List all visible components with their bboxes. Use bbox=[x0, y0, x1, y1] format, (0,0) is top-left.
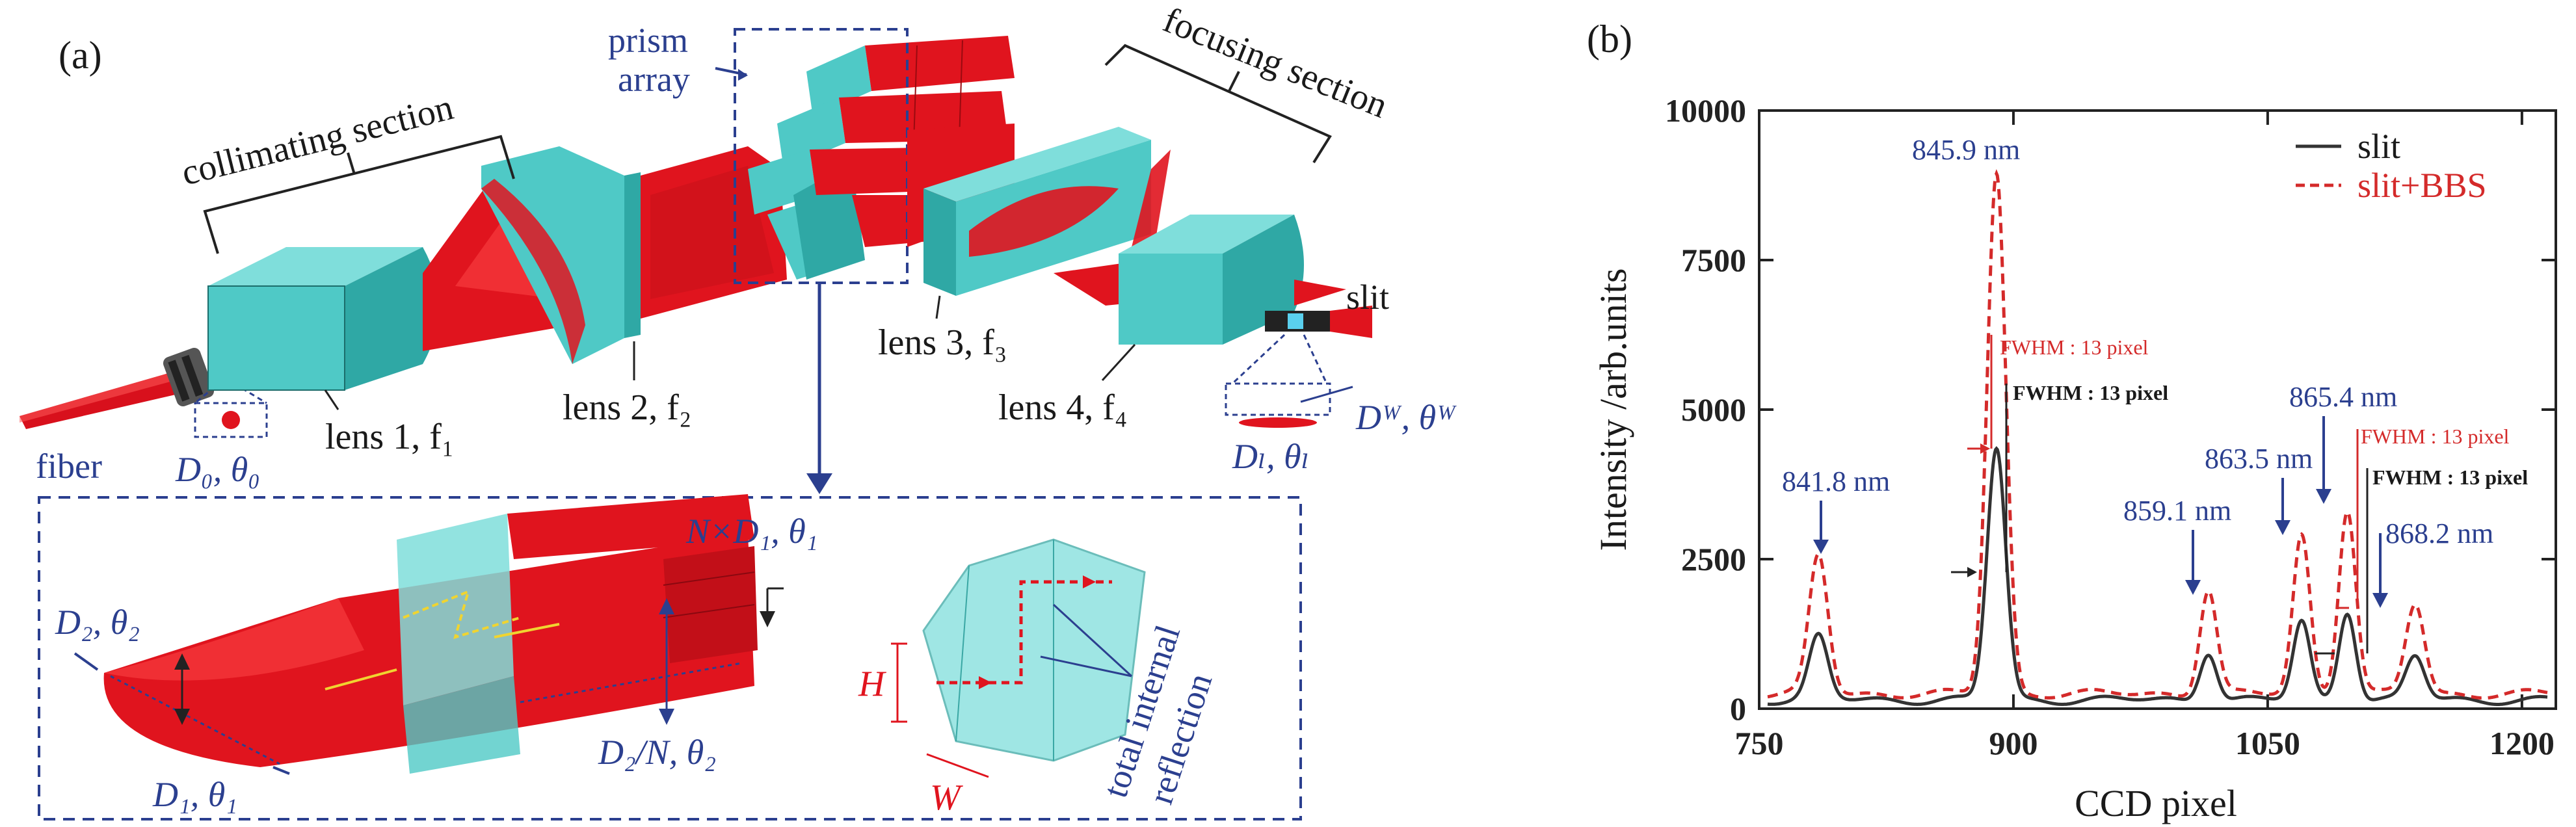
fwhm-black-label-1: FWHM : 13 pixel bbox=[2013, 381, 2168, 404]
d0-marker bbox=[194, 382, 268, 438]
peak-label-863-5: 863.5 nm bbox=[2205, 443, 2313, 475]
focusing-section-label: focusing section bbox=[1158, 0, 1393, 126]
prism-label-1: prism bbox=[608, 21, 688, 60]
collimating-bracket bbox=[203, 135, 515, 254]
y-tick-label: 2500 bbox=[1681, 541, 1746, 577]
panel-b-label: (b) bbox=[1587, 18, 1632, 60]
peak-label-868-2: 868.2 nm bbox=[2385, 518, 2493, 549]
beam-collimated bbox=[641, 146, 787, 319]
fiber-illustration bbox=[20, 346, 260, 429]
x-tick-label: 1050 bbox=[2235, 725, 2300, 761]
d1-theta1-label: D₁, θ₁ bbox=[152, 775, 237, 814]
x-axis: 750 900 1050 1200 bbox=[1735, 111, 2555, 761]
lens2-label: lens 2, f₂ bbox=[563, 387, 691, 428]
y-tick-label: 5000 bbox=[1681, 391, 1746, 428]
fwhm-red-label-1: FWHM : 13 pixel bbox=[2000, 335, 2149, 359]
d2-theta2-label: D₂, θ₂ bbox=[55, 603, 140, 642]
y-tick-label: 7500 bbox=[1681, 242, 1746, 278]
y-tick-label: 10000 bbox=[1665, 92, 1746, 129]
slit-label: slit bbox=[1346, 278, 1389, 317]
panel-a: (a) fiber D₀, θ₀ bbox=[20, 0, 1457, 820]
dw-thetaw-label: Dᵂ, θᵂ bbox=[1355, 398, 1457, 437]
panel-a-label: (a) bbox=[59, 34, 102, 77]
h-label: H bbox=[858, 664, 886, 704]
peak-label-841-8: 841.8 nm bbox=[1782, 466, 1890, 497]
peak-annotations: 845.9 nm 841.8 nm 859.1 nm 863.5 nm 865.… bbox=[1782, 134, 2493, 608]
fwhm-black-label-2: FWHM : 13 pixel bbox=[2372, 466, 2528, 489]
focusing-bracket bbox=[1104, 44, 1332, 164]
fiber-label: fiber bbox=[36, 447, 102, 486]
collimating-section-label: collimating section bbox=[178, 87, 457, 194]
spectrum-chart: 0 2500 5000 7500 10000 750 900 1050 1200 CCD pi… bbox=[1592, 92, 2557, 824]
w-label: W bbox=[930, 778, 963, 818]
fwhm-red-label-2: FWHM : 13 pixel bbox=[2361, 425, 2510, 448]
y-axis: 0 2500 5000 7500 10000 bbox=[1665, 92, 2556, 727]
lens3-label: lens 3, f₃ bbox=[878, 322, 1007, 363]
lens1-label: lens 1, f₁ bbox=[325, 417, 454, 457]
x-tick-label: 750 bbox=[1735, 725, 1784, 761]
n-d1-theta1-label: N×D₁, θ₁ bbox=[685, 512, 818, 551]
d0-theta0-label: D₀, θ₀ bbox=[175, 450, 260, 489]
lens3 bbox=[923, 127, 1151, 296]
lens1-block bbox=[207, 247, 439, 391]
series-layer bbox=[1767, 169, 2548, 706]
panel-b: (b) 0 2500 5000 7500 10000 750 900 1050 1200 CC… bbox=[1587, 18, 2557, 824]
d2n-theta2-label: D₂/N, θ₂ bbox=[598, 733, 716, 772]
lens2 bbox=[481, 146, 641, 364]
x-axis-label: CCD pixel bbox=[2075, 782, 2237, 824]
slit-illustration bbox=[1265, 306, 1372, 338]
single-prism-detail bbox=[891, 538, 1146, 778]
prism-label-2: array bbox=[618, 60, 690, 99]
lens4-label: lens 4, f₄ bbox=[998, 387, 1127, 428]
y-tick-label: 0 bbox=[1730, 690, 1746, 727]
inset-panel: N×D₁, θ₁ D₂, θ₂ D₁, θ₁ D₂/N, θ₂ bbox=[38, 494, 1302, 820]
peak-label-859-1: 859.1 nm bbox=[2123, 495, 2231, 527]
dl-thetal-label: Dₗ, θₗ bbox=[1232, 437, 1310, 476]
legend: slit slit+BBS bbox=[2296, 127, 2487, 205]
legend-label-slit: slit bbox=[2357, 127, 2400, 166]
y-axis-label: Intensity /arb.units bbox=[1592, 269, 1634, 551]
peak-label-865-4: 865.4 nm bbox=[2289, 381, 2397, 413]
series-line-slit-bbs bbox=[1767, 169, 2548, 700]
fwhm-annotations: FWHM : 13 pixel FWHM : 13 pixel FWHM : 1… bbox=[1951, 335, 2528, 655]
series-line-slit bbox=[1767, 446, 2548, 706]
x-tick-label: 900 bbox=[1989, 725, 2038, 761]
legend-label-bbs: slit+BBS bbox=[2357, 166, 2487, 205]
dl-dw-marker bbox=[1225, 334, 1353, 428]
peak-label-845-9: 845.9 nm bbox=[1912, 134, 2020, 166]
x-tick-label: 1200 bbox=[2490, 725, 2555, 761]
